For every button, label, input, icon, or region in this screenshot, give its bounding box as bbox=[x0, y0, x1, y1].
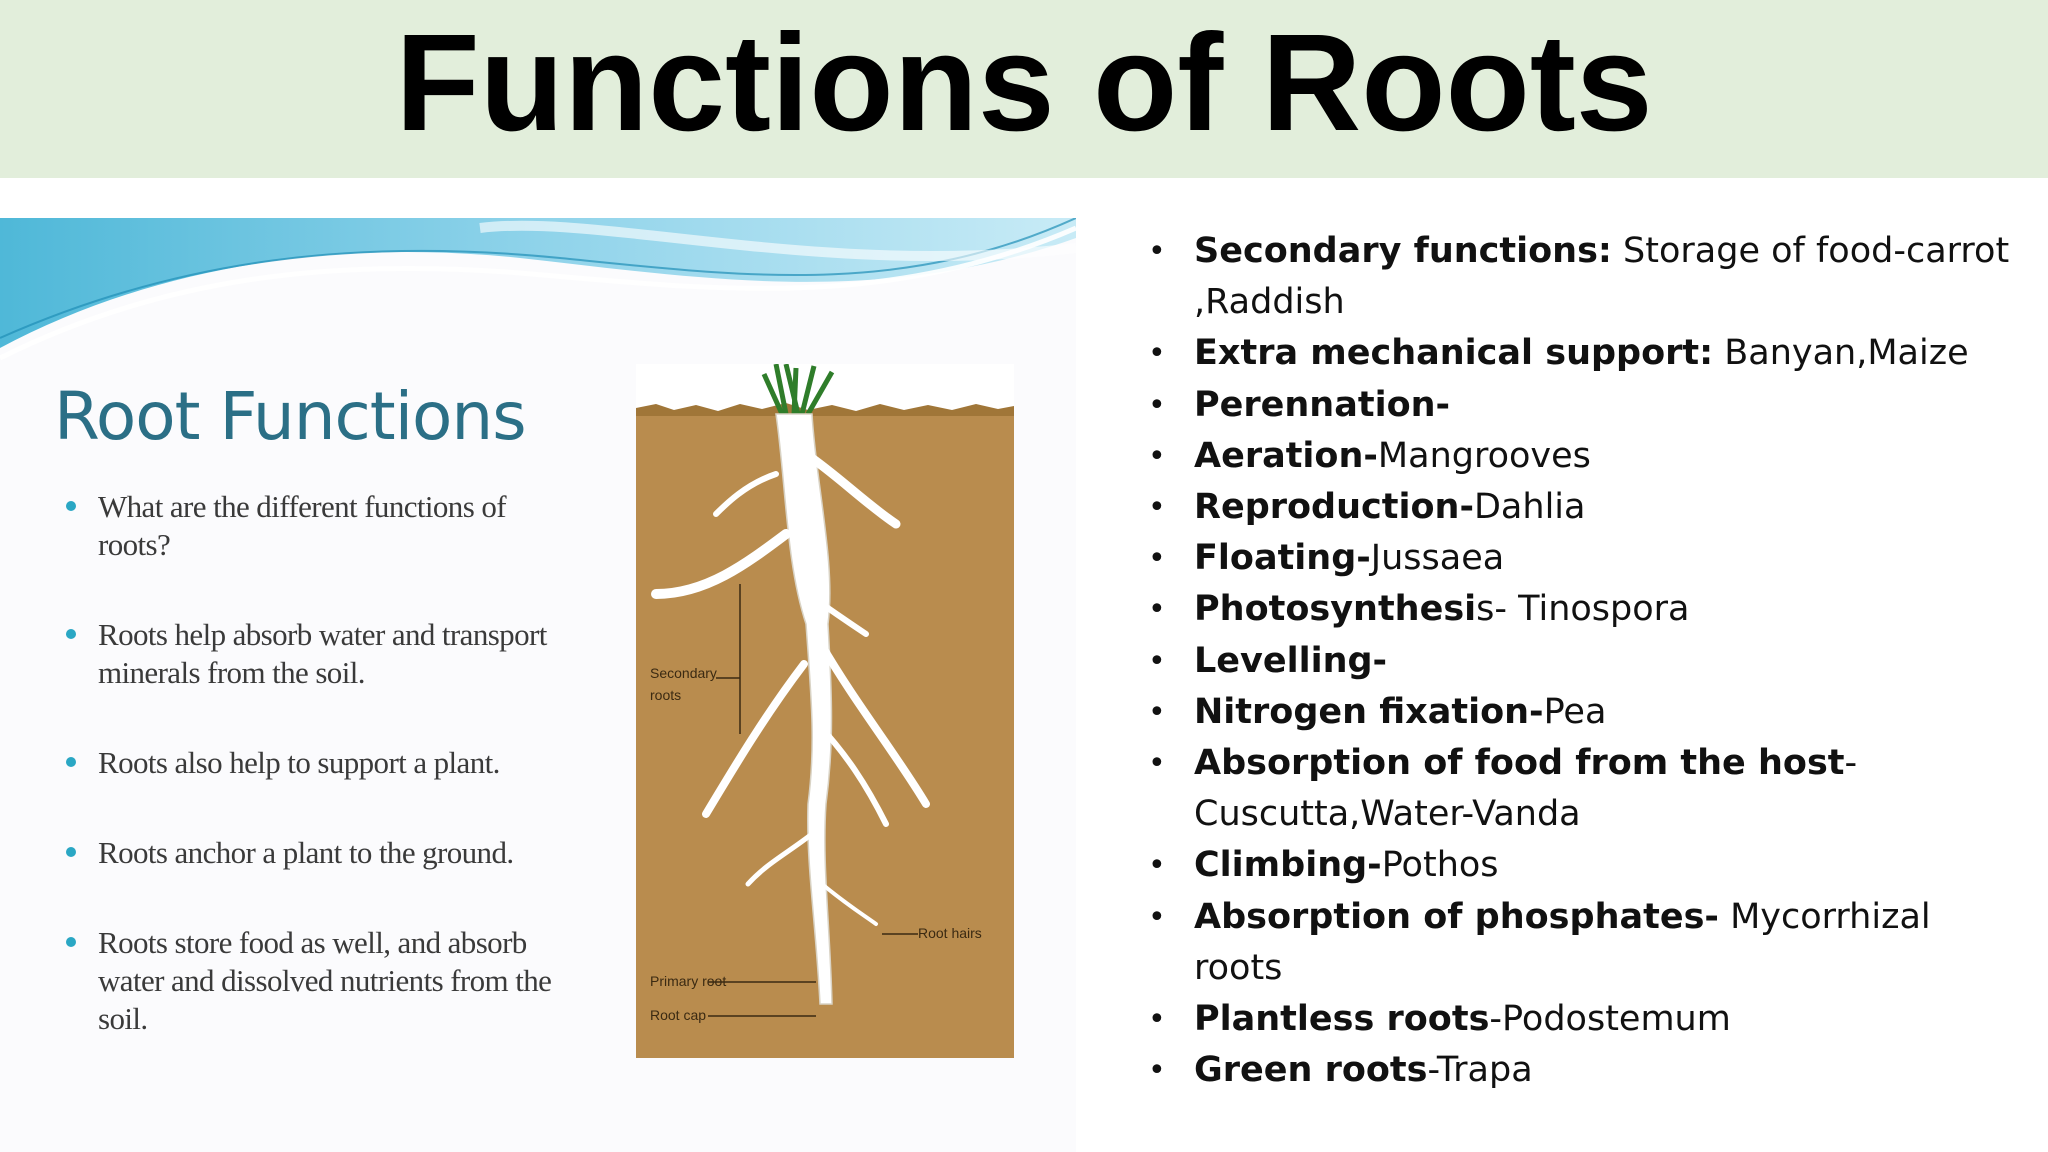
bullet-dot-icon bbox=[66, 501, 76, 511]
bullet-dot-icon bbox=[66, 629, 76, 639]
root-diagram: Secondary roots Root hairs Primary root … bbox=[636, 364, 1014, 1058]
slide-bullet-list: What are the different functions of root… bbox=[62, 488, 582, 1090]
bullet-icon: • bbox=[1148, 899, 1166, 935]
bullet-icon: • bbox=[1148, 234, 1166, 269]
bullet-icon: • bbox=[1148, 746, 1166, 782]
bullet-icon: • bbox=[1148, 541, 1166, 577]
bullet-icon: • bbox=[1148, 336, 1166, 372]
bullet-icon: • bbox=[1148, 387, 1166, 423]
bullet-icon: • bbox=[1148, 1002, 1166, 1038]
bullet-icon: • bbox=[1148, 694, 1166, 730]
slide-bullet: Roots anchor a plant to the ground. bbox=[62, 834, 582, 872]
slide-bullet: Roots also help to support a plant. bbox=[62, 744, 582, 782]
function-item: •Plantless roots-Podostemum bbox=[1140, 994, 2010, 1045]
functions-list: •Secondary functions: Storage of food-ca… bbox=[1140, 226, 2010, 1096]
bullet-icon: • bbox=[1148, 438, 1166, 474]
function-item: •Reproduction-Dahlia bbox=[1140, 482, 2010, 533]
bullet-icon: • bbox=[1148, 490, 1166, 526]
bullet-dot-icon bbox=[66, 847, 76, 857]
root-functions-slide-image: Root Functions What are the different fu… bbox=[0, 218, 1076, 1152]
function-item: •Extra mechanical support: Banyan,Maize bbox=[1140, 328, 2010, 379]
title-band bbox=[0, 0, 2048, 178]
secondary-roots-label: roots bbox=[650, 687, 681, 703]
bullet-icon: • bbox=[1148, 848, 1166, 884]
function-item: •Climbing-Pothos bbox=[1140, 840, 2010, 891]
function-item: •Perennation- bbox=[1140, 380, 2010, 431]
bullet-icon: • bbox=[1148, 592, 1166, 628]
function-item: •Nitrogen fixation-Pea bbox=[1140, 687, 2010, 738]
function-item: •Levelling- bbox=[1140, 636, 2010, 687]
function-item: •Floating-Jussaea bbox=[1140, 533, 2010, 584]
secondary-roots-label: Secondary bbox=[650, 665, 717, 681]
grass-shoots bbox=[761, 364, 835, 416]
bullet-dot-icon bbox=[66, 937, 76, 947]
bullet-dot-icon bbox=[66, 757, 76, 767]
function-item: •Secondary functions: Storage of food-ca… bbox=[1140, 226, 2010, 328]
secondary-roots bbox=[651, 449, 930, 926]
function-item: •Absorption of phosphates- Mycorrhizal r… bbox=[1140, 892, 2010, 994]
root-hairs-label: Root hairs bbox=[918, 925, 982, 941]
slide-bullet: Roots store food as well, and absorb wat… bbox=[62, 924, 582, 1038]
function-item: •Photosynthesis- Tinospora bbox=[1140, 584, 2010, 635]
taproot bbox=[775, 413, 833, 1005]
function-item: •Absorption of food from the host- Cuscu… bbox=[1140, 738, 2010, 840]
root-cap-label: Root cap bbox=[650, 1007, 706, 1023]
page-title: Functions of Roots bbox=[395, 6, 1653, 160]
function-item: •Aeration-Mangrooves bbox=[1140, 431, 2010, 482]
primary-root-label: Primary root bbox=[650, 973, 726, 989]
slide-heading: Root Functions bbox=[54, 378, 527, 455]
slide-bullet: What are the different functions of root… bbox=[62, 488, 582, 564]
slide-bullet: Roots help absorb water and transport mi… bbox=[62, 616, 582, 692]
bullet-icon: • bbox=[1148, 643, 1166, 679]
bullet-icon: • bbox=[1148, 1053, 1166, 1089]
wave-decoration bbox=[0, 218, 1076, 361]
function-item: •Green roots-Trapa bbox=[1140, 1045, 2010, 1096]
